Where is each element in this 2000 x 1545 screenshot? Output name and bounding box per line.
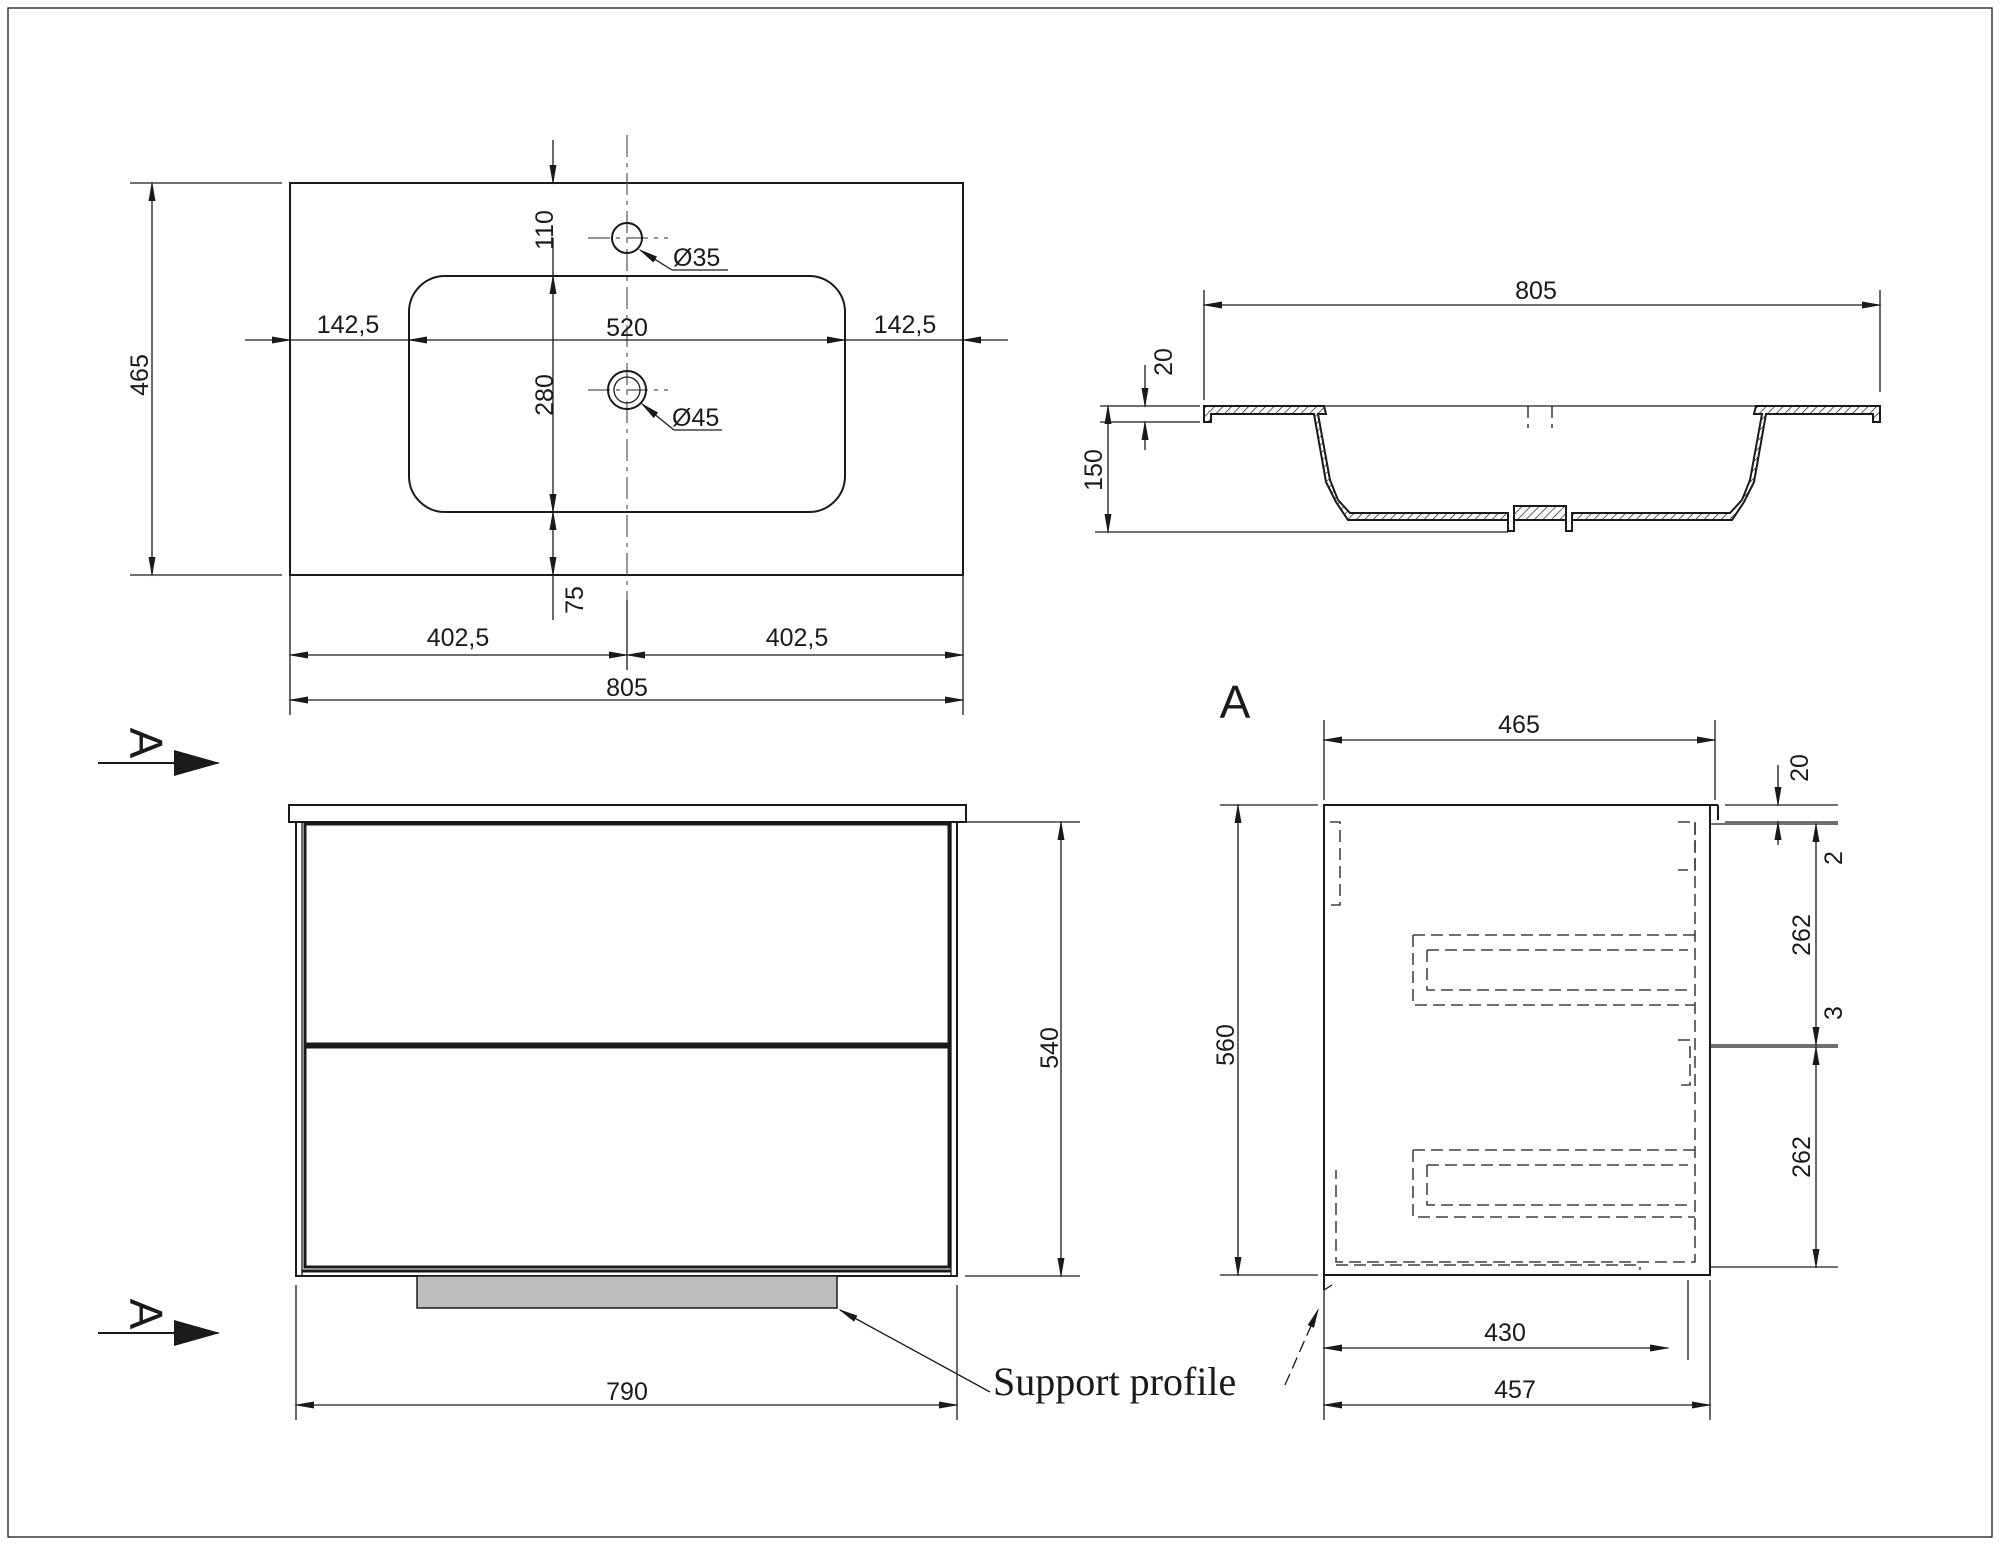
dim-gap-top: 2 bbox=[1820, 851, 1848, 865]
dim-cabinet-depth: 457 bbox=[1494, 1376, 1536, 1404]
drain-hole bbox=[607, 370, 647, 410]
section-view: 805 20 150 bbox=[1080, 277, 1882, 534]
dim-top-depth: 465 bbox=[1498, 711, 1540, 739]
dim-left-margin: 142,5 bbox=[317, 311, 380, 339]
dim-tap-hole: Ø35 bbox=[673, 244, 720, 272]
dim-right-margin: 142,5 bbox=[874, 311, 937, 339]
section-marker-bottom: A bbox=[120, 1299, 172, 1330]
dim-total-height: 560 bbox=[1212, 1024, 1240, 1066]
hidden-drawer-box bbox=[1335, 822, 1696, 1263]
bowl-outline bbox=[408, 275, 846, 513]
side-view-label: A bbox=[1220, 676, 1251, 728]
dim-overall-width: 805 bbox=[606, 674, 648, 702]
dim-drain-hole: Ø45 bbox=[672, 404, 719, 432]
dim-section-width: 805 bbox=[1515, 277, 1557, 305]
dim-drawer-upper: 262 bbox=[1788, 914, 1816, 956]
dim-drawer-lower: 262 bbox=[1788, 1136, 1816, 1178]
basin-section-profile bbox=[1203, 405, 1881, 532]
dim-overall-depth: 465 bbox=[126, 354, 154, 396]
dim-cabinet-height: 540 bbox=[1036, 1027, 1064, 1069]
dim-half-right: 402,5 bbox=[766, 624, 829, 652]
dim-cabinet-width: 790 bbox=[606, 1378, 648, 1406]
dim-half-left: 402,5 bbox=[427, 624, 490, 652]
callout-support-profile: Support profile bbox=[993, 1359, 1236, 1404]
side-view: A 465 20 bbox=[1212, 676, 1848, 1420]
dim-bowl-depth: 280 bbox=[531, 374, 559, 416]
drain-hole-inner bbox=[613, 376, 641, 404]
side-carcass bbox=[1323, 804, 1711, 1276]
dim-profile-depth: 430 bbox=[1484, 1319, 1526, 1347]
drawing-frame bbox=[7, 7, 1993, 1538]
dim-top-thickness: 20 bbox=[1786, 754, 1814, 782]
drawer-lower bbox=[303, 1045, 951, 1269]
dim-tap-offset: 110 bbox=[531, 210, 559, 250]
dim-gap-middle: 3 bbox=[1820, 1006, 1848, 1020]
drawer-upper bbox=[303, 822, 951, 1046]
dim-bowl-width: 520 bbox=[606, 314, 648, 342]
top-view: 465 110 Ø35 142,5 520 142,5 280 Ø45 75 bbox=[126, 135, 1008, 715]
support-profile-leader bbox=[838, 1309, 991, 1393]
dim-rim-thickness: 20 bbox=[1150, 348, 1178, 376]
front-view: A A 540 790 Support profile bbox=[98, 728, 1319, 1420]
countertop-slab bbox=[288, 804, 967, 823]
section-marker-top: A bbox=[120, 728, 172, 759]
tap-hole bbox=[611, 222, 643, 254]
dim-section-height: 150 bbox=[1080, 449, 1108, 491]
support-profile bbox=[416, 1275, 838, 1309]
dim-front-margin: 75 bbox=[561, 586, 589, 614]
cabinet-carcass bbox=[295, 821, 958, 1277]
